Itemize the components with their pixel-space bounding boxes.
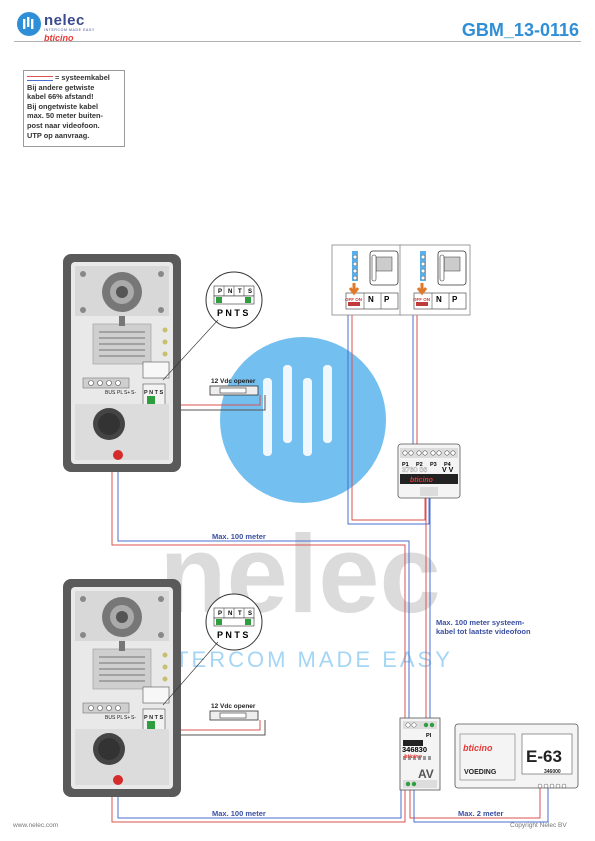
panel-top-terminal-pl: PL bbox=[117, 390, 123, 396]
cable-monitor1-red bbox=[351, 272, 426, 521]
supply-brand: bticino bbox=[463, 743, 493, 753]
logo-tagline: INTERCOM MADE EASY bbox=[44, 28, 95, 32]
distributor-port-2: P2 bbox=[416, 462, 423, 468]
cable-opener-bottom bbox=[160, 720, 261, 731]
panel-bottom-terminal-smin: S- bbox=[131, 715, 136, 721]
logo-brand: bticino bbox=[44, 33, 74, 43]
distributor-port-1: P1 bbox=[402, 462, 409, 468]
panel-bottom-lock-terminals: P N T S bbox=[144, 715, 163, 721]
door-opener-bottom bbox=[209, 710, 259, 721]
zoom-top-h-s: S bbox=[248, 289, 252, 295]
note-title-row: = systeemkabel bbox=[27, 73, 121, 83]
cable-opener-top-2 bbox=[165, 395, 266, 411]
door-opener-top bbox=[209, 385, 259, 396]
zoom-top-h-p: P bbox=[218, 289, 222, 295]
terminal-zoom-bottom bbox=[205, 593, 263, 651]
zoom-bottom-footer: P N T S bbox=[217, 630, 248, 640]
note-line: Bij andere getwiste bbox=[27, 82, 95, 92]
note-line: post naar videofoon. bbox=[27, 120, 100, 130]
distributor-port-3: P3 bbox=[430, 462, 437, 468]
panel-bottom-terminal-bus: BUS bbox=[105, 715, 116, 721]
zoom-bottom-h-t: T bbox=[238, 611, 242, 617]
distributor-376086 bbox=[397, 443, 461, 499]
zoom-leader-bottom bbox=[162, 641, 219, 706]
videophone-2-p: P bbox=[452, 295, 458, 304]
cable-label-supply-run: Max. 2 meter bbox=[458, 809, 504, 818]
distributor-brand: bticino bbox=[410, 477, 434, 484]
av-module-brand-visible: bticino bbox=[404, 754, 423, 760]
watermark-tagline: INTERCOM MADE EASY bbox=[147, 647, 453, 672]
zoom-top-h-n: N bbox=[228, 289, 232, 295]
note-line: max. 50 meter buiten- bbox=[27, 111, 103, 121]
document-id: GBM_13-0116 bbox=[461, 20, 579, 40]
door-panel-bottom bbox=[62, 578, 182, 798]
cable-bottom-red bbox=[111, 787, 406, 823]
cable-top-blue bbox=[117, 460, 410, 728]
zoom-bottom-h-s: S bbox=[248, 611, 252, 617]
logo-name: nelec bbox=[44, 12, 85, 29]
cable-bottom-blue bbox=[117, 787, 402, 819]
opener-top-label: 12 Vdc opener bbox=[211, 378, 256, 385]
videophone-1 bbox=[330, 243, 404, 317]
distributor-port-4: P4 bbox=[444, 462, 452, 468]
cable-opener-top bbox=[160, 395, 261, 406]
note-line: UTP op aanvraag. bbox=[27, 130, 90, 140]
watermark-word: nelec bbox=[159, 513, 440, 636]
cable-av-supply-blue bbox=[413, 788, 549, 823]
footer-copyright: Copyright Nelec BV bbox=[510, 822, 567, 829]
cable-label-top-run: Max. 100 meter bbox=[212, 532, 266, 541]
cable-monitor1-blue bbox=[347, 272, 430, 525]
videophone-1-n: N bbox=[368, 295, 374, 304]
cable-label-bottom-run: Max. 100 meter bbox=[212, 809, 266, 818]
cable-label-system-2: kabel tot laatste videofoon bbox=[436, 627, 531, 636]
note-line: kabel 66% afstand! bbox=[27, 92, 94, 102]
header-divider bbox=[14, 41, 581, 42]
videophone-2 bbox=[398, 243, 472, 317]
system-cable-note: = systeemkabel Bij andere getwiste kabel… bbox=[23, 70, 125, 147]
distributor-vv: V V bbox=[442, 467, 454, 474]
panel-bottom-terminal-pl: PL bbox=[117, 715, 123, 721]
videophone-1-offon: OFF ON bbox=[345, 297, 362, 302]
av-module-pi: PI bbox=[426, 733, 432, 739]
footer-website: www.nelec.com bbox=[13, 822, 59, 829]
cable-label-system-1: Max. 100 meter systeem- bbox=[436, 618, 525, 627]
zoom-top-footer: P N T S bbox=[217, 308, 248, 318]
panel-top-terminal-splus: S+ bbox=[124, 390, 130, 396]
supply-model-big: E-63 bbox=[526, 747, 562, 766]
videophone-2-offon: OFF ON bbox=[413, 297, 430, 302]
supply-model: 346000 bbox=[544, 769, 561, 775]
nelec-logo-icon bbox=[17, 12, 41, 36]
panel-top-terminal-bus: BUS bbox=[105, 390, 116, 396]
videophone-2-n: N bbox=[436, 295, 442, 304]
door-panel-top bbox=[62, 253, 182, 473]
distributor-model: 3760 86 bbox=[402, 467, 427, 474]
note-line: Bij ongetwiste kabel bbox=[27, 101, 99, 111]
panel-bottom-terminal-splus: S+ bbox=[124, 715, 130, 721]
av-module-model: 346830 bbox=[402, 745, 427, 754]
power-supply-346000 bbox=[454, 723, 579, 789]
cable-av-supply-red bbox=[409, 788, 541, 819]
av-module-label: AV bbox=[418, 767, 434, 781]
av-module-346830 bbox=[399, 717, 441, 791]
opener-bottom-label: 12 Vdc opener bbox=[211, 703, 256, 710]
panel-top-lock-terminals: P N T S bbox=[144, 390, 163, 396]
zoom-leader-top bbox=[162, 319, 219, 381]
videophone-1-p: P bbox=[384, 295, 390, 304]
supply-label: VOEDING bbox=[464, 769, 497, 776]
zoom-top-h-t: T bbox=[238, 289, 242, 295]
cable-opener-bottom-2 bbox=[165, 720, 266, 736]
zoom-bottom-h-p: P bbox=[218, 611, 222, 617]
cable-legend-icon bbox=[27, 75, 53, 81]
terminal-zoom-top bbox=[205, 271, 263, 329]
panel-top-terminal-smin: S- bbox=[131, 390, 136, 396]
zoom-bottom-h-n: N bbox=[228, 611, 232, 617]
note-title: = systeemkabel bbox=[55, 73, 110, 82]
